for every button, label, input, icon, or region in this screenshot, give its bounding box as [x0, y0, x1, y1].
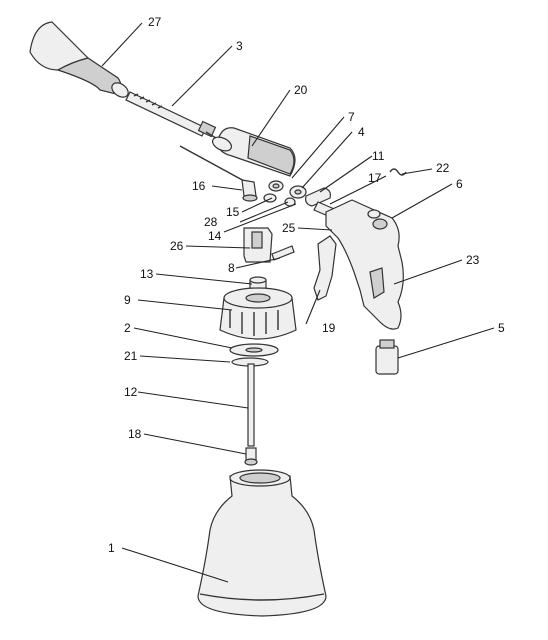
callout-9: 9: [124, 293, 131, 307]
part-12-dip-tube: [247, 363, 255, 447]
small-fittings: [263, 180, 331, 207]
callout-25: 25: [282, 221, 296, 235]
callout-7: 7: [348, 110, 355, 124]
part-23-pistol-grip: [325, 199, 404, 330]
callout-23: 23: [466, 253, 480, 267]
callout-8: 8: [228, 261, 235, 275]
part-22-clip: [389, 168, 407, 176]
callout-16: 16: [192, 179, 206, 193]
callout-15: 15: [226, 205, 240, 219]
callout-13: 13: [140, 267, 154, 281]
callout-labels: 27 3 20 7 4 11 22 17 6 16 15 28 14 25 26…: [108, 15, 505, 555]
callout-17: 17: [368, 171, 382, 185]
part-18-filter: [244, 447, 258, 466]
part-26-valve-block: [243, 227, 295, 263]
part-16-elbow-wire: [179, 145, 258, 202]
callout-27: 27: [148, 15, 162, 29]
part-5-fitting: [375, 339, 399, 375]
part-9-13-cap: [219, 276, 297, 340]
callout-12: 12: [124, 385, 138, 399]
callout-18: 18: [128, 427, 142, 441]
callout-14: 14: [208, 229, 222, 243]
callout-6: 6: [456, 177, 463, 191]
callout-2: 2: [124, 321, 131, 335]
part-2-21-washers: [229, 343, 279, 367]
callout-1: 1: [108, 541, 115, 555]
part-19-trigger: [313, 235, 337, 301]
part-3-tube: [125, 91, 217, 138]
callout-3: 3: [236, 39, 243, 53]
part-27-cone-nozzle: [29, 21, 129, 98]
callout-20: 20: [294, 83, 308, 97]
callout-5: 5: [498, 321, 505, 335]
part-1-bottle: [197, 469, 327, 617]
part-20-cylinder: [205, 127, 296, 177]
callout-28: 28: [204, 215, 218, 229]
callout-4: 4: [358, 125, 365, 139]
callout-22: 22: [436, 161, 450, 175]
leader-lines: [101, 22, 495, 583]
callout-19: 19: [322, 321, 336, 335]
callout-11: 11: [372, 149, 385, 163]
callout-26: 26: [170, 239, 184, 253]
callout-21: 21: [124, 349, 138, 363]
